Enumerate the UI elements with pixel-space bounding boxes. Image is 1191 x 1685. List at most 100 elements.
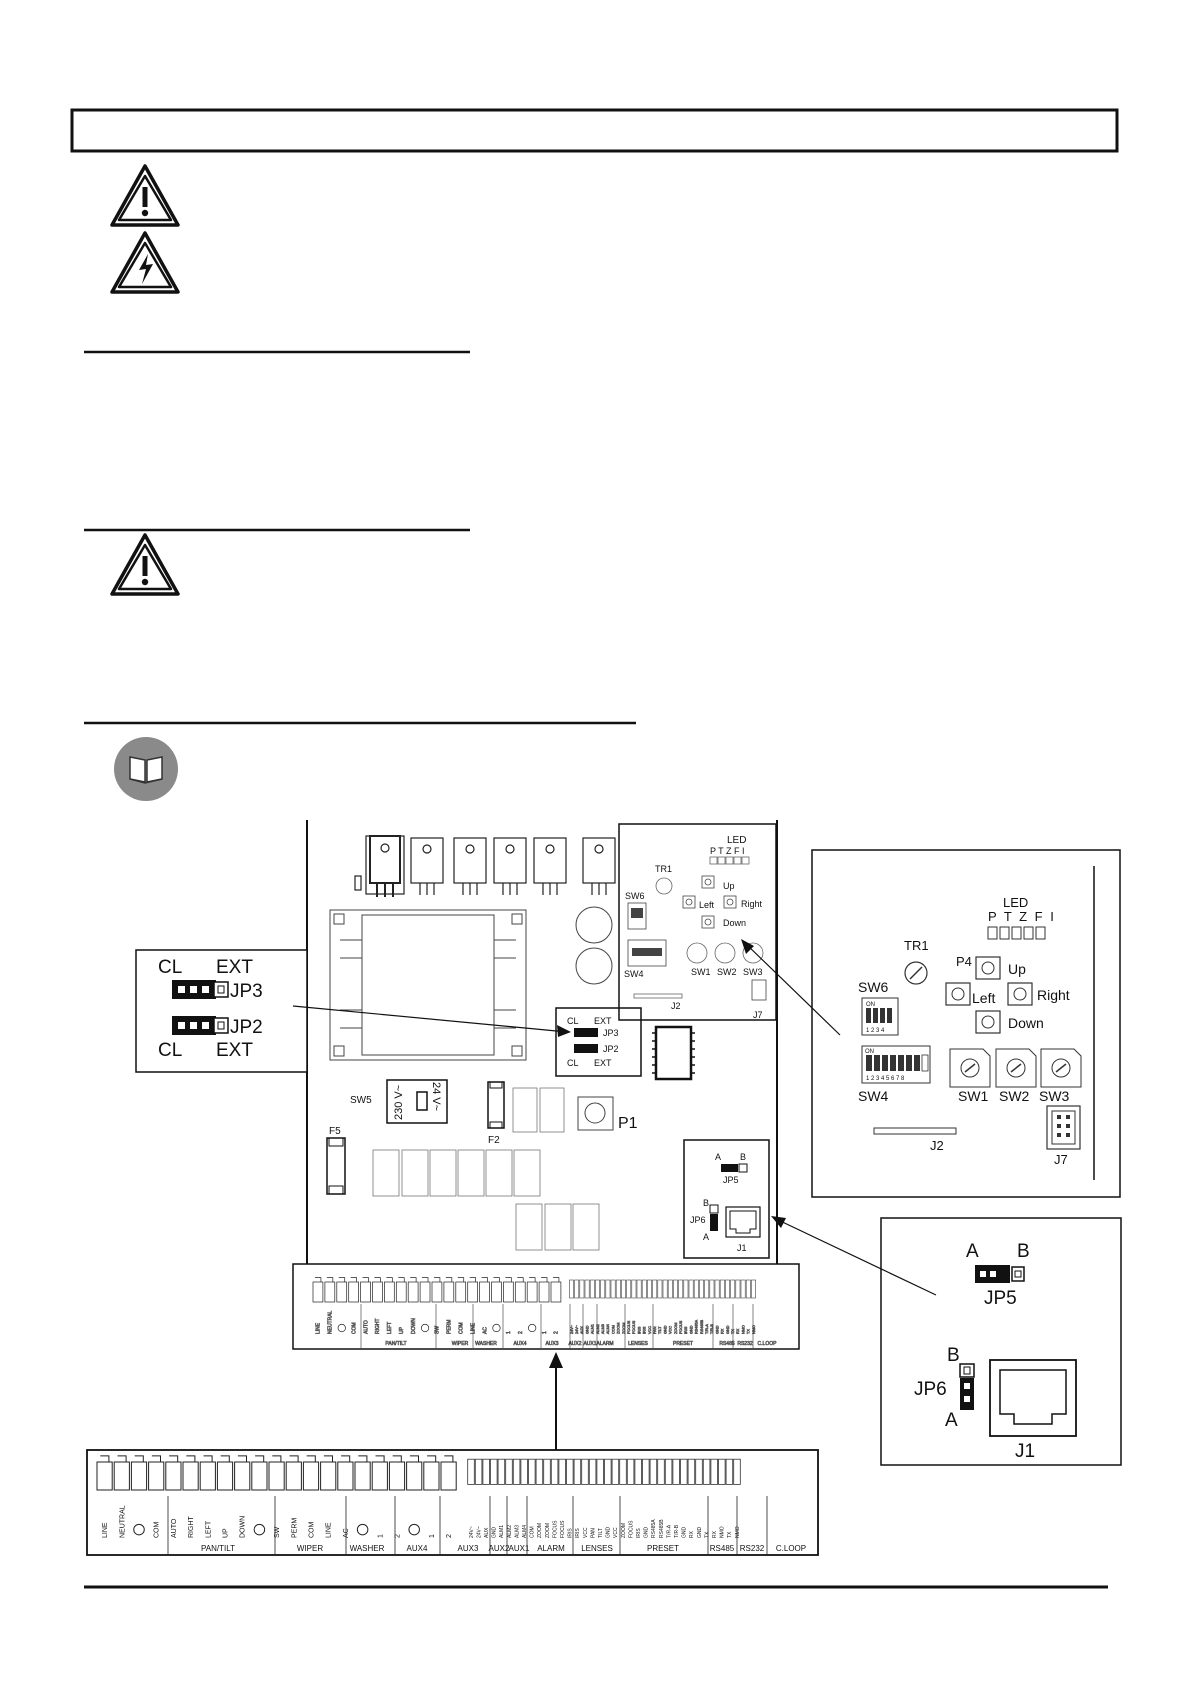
big-terminal: PERM <box>285 1455 302 1538</box>
terminal-label: FOCUS <box>679 1320 683 1334</box>
small-terminal: TX <box>745 1279 751 1334</box>
small-terminal: ZOOM <box>535 1458 543 1538</box>
terminal-label: T/R-A <box>705 1324 709 1334</box>
callout-leader-2 <box>743 941 841 1036</box>
small-terminal: ZOOM <box>615 1279 621 1334</box>
big-terminal: SW <box>268 1455 285 1538</box>
ground-icon <box>420 1323 430 1333</box>
small-terminal: RX <box>687 1458 695 1538</box>
terminal-label: COM <box>459 1322 465 1334</box>
terminal-label: GND <box>682 1527 688 1539</box>
terminal-label: TILT <box>658 1326 662 1334</box>
terminal-label: UP <box>222 1528 229 1538</box>
terminal-label: TX <box>727 1531 733 1538</box>
terminal-label: VCC <box>583 1527 589 1538</box>
terminal-label: VCC <box>648 1326 652 1334</box>
f5-label: F5 <box>329 1126 341 1137</box>
terminal-group-label: WASHER <box>350 1544 385 1553</box>
terminal-group-label: ALARM <box>537 1544 565 1553</box>
terminal-label: PERM <box>447 1320 453 1334</box>
terminal-group-label: LENSES <box>628 1341 648 1347</box>
terminal-label: RX <box>736 1328 740 1334</box>
voltage-230-label: 230 V~ <box>393 1085 405 1120</box>
big-terminal: LEFT <box>199 1455 216 1538</box>
dip-switch-sw4 <box>861 1045 931 1084</box>
terminal-label: LINE <box>102 1522 109 1538</box>
ext-label-bottom: EXT <box>216 1040 253 1061</box>
terminal-label: GND <box>715 1325 719 1334</box>
section-header-frame <box>70 108 1119 153</box>
small-terminal: ZOOM <box>621 1279 626 1334</box>
small-terminal: FOCUS <box>558 1458 566 1538</box>
terminal-group-label: AUX4 <box>407 1544 428 1553</box>
terminal-label: T/R-B <box>674 1524 680 1538</box>
sw4-label-small: SW4 <box>624 969 644 979</box>
terminal-label: IRIS <box>637 1326 641 1334</box>
j2-label: J2 <box>930 1138 944 1153</box>
ground-icon <box>253 1523 266 1536</box>
right-label-small: Right <box>741 899 763 909</box>
big-terminal: LINE <box>320 1455 337 1538</box>
led-letters-small: P T Z F I <box>710 846 745 856</box>
small-terminal: FOCUS <box>626 1279 631 1334</box>
ground-icon <box>492 1323 501 1333</box>
small-terminal: RS485A <box>693 1279 699 1334</box>
a-label: A <box>966 1241 979 1262</box>
p1-label: P1 <box>618 1115 638 1132</box>
small-terminal: ZOOM <box>543 1458 551 1538</box>
terminal-label: NEUTRAL <box>119 1505 126 1538</box>
transformer <box>329 909 527 1061</box>
terminal-label: NEUTRAL <box>328 1310 334 1334</box>
terminal-label: 2 <box>446 1534 453 1538</box>
small-terminal: GND <box>695 1458 703 1538</box>
terminal-label: GND <box>726 1325 730 1334</box>
sw6-label-small: SW6 <box>625 891 645 901</box>
big-terminal: AUTO <box>360 1277 371 1334</box>
jp5-label: JP5 <box>984 1288 1017 1309</box>
small-terminal: RS485B <box>657 1458 665 1538</box>
small-terminal: PAN <box>588 1458 596 1538</box>
left-label: Left <box>972 990 995 1006</box>
push-button-p1 <box>577 1096 614 1131</box>
voltage-selector-switch <box>386 1079 448 1124</box>
terminal-label: RX <box>712 1530 718 1538</box>
up-label-small: Up <box>723 881 735 891</box>
terminal-group-label: AUX1 <box>509 1544 530 1553</box>
connector-j7 <box>1046 1105 1081 1150</box>
small-terminal: IRIS <box>573 1458 581 1538</box>
small-terminal: NMO <box>718 1458 726 1538</box>
big-terminal: 1 <box>371 1455 388 1538</box>
big-terminal: LINE <box>467 1277 478 1334</box>
small-terminal: IRIS <box>636 1279 642 1334</box>
f2-label: F2 <box>488 1135 500 1146</box>
small-terminal: VCC <box>581 1458 589 1538</box>
terminal-label: UP <box>399 1326 405 1334</box>
button-down <box>975 1010 1001 1034</box>
fuse-f5: F5 <box>326 1126 346 1195</box>
terminal-group-label: WIPER <box>297 1544 323 1553</box>
small-terminal: ALM1 <box>589 1279 595 1334</box>
small-terminal: GND <box>680 1458 688 1539</box>
terminal-label: COM <box>308 1522 315 1539</box>
terminal-group-label: PRESET <box>647 1544 679 1553</box>
terminal-label: AC <box>482 1327 488 1334</box>
on-label-sw4: ON <box>865 1049 874 1055</box>
big-terminal: DOWN <box>407 1277 419 1334</box>
big-terminal: AC <box>479 1277 490 1334</box>
small-terminal: T/R-B <box>672 1458 680 1538</box>
big-terminal: UP <box>216 1455 234 1538</box>
small-terminal: IRIS <box>683 1279 689 1334</box>
button-right <box>1007 982 1033 1006</box>
cl-label-top: CL <box>158 957 182 978</box>
electric-shock-icon <box>110 231 180 294</box>
big-terminal: 2 <box>514 1277 526 1334</box>
jp6-label-small: JP6 <box>690 1215 706 1225</box>
terminal-label: SW <box>274 1526 281 1538</box>
terminal-arrow-head <box>549 1352 563 1368</box>
terminal-label: COM <box>351 1322 357 1334</box>
ground-icon <box>133 1523 145 1536</box>
terminal-group-label: WIPER <box>452 1341 469 1347</box>
small-terminal: T/R-B <box>709 1279 715 1334</box>
arrow-head-2 <box>741 939 754 954</box>
terminal-label: ALM4 <box>522 1525 528 1538</box>
